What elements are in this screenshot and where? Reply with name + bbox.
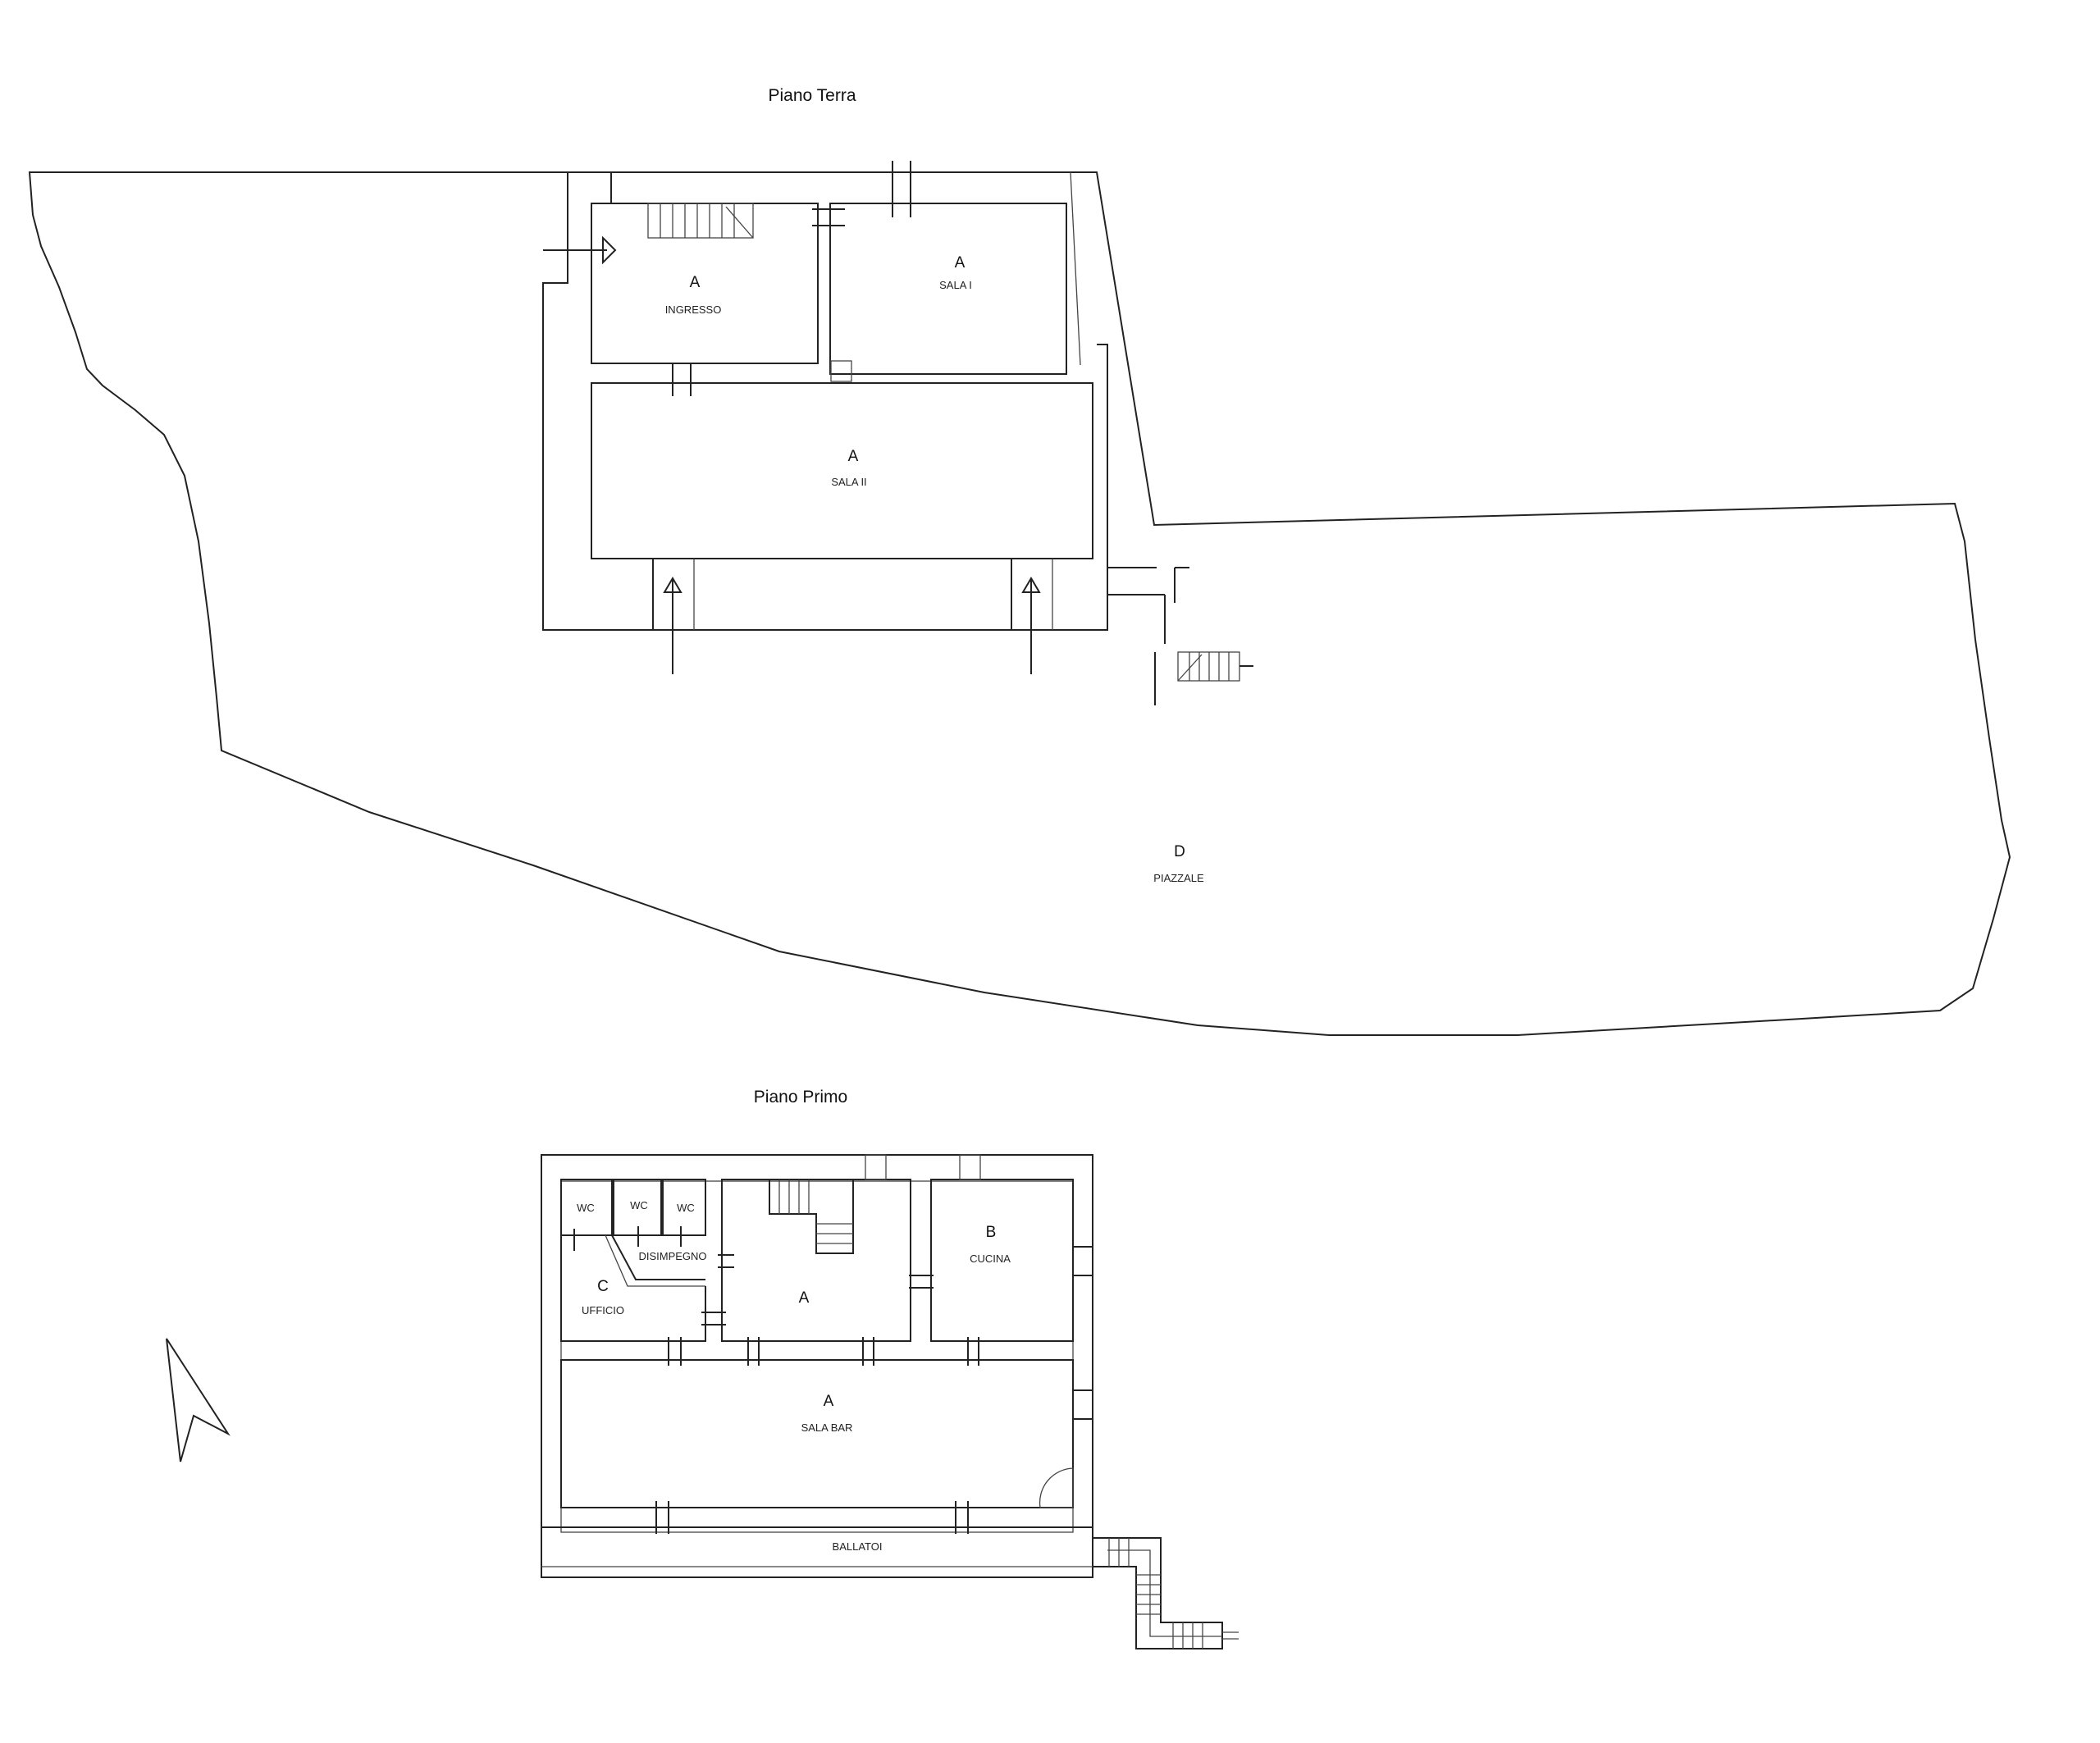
- north-arrow-icon: [166, 1338, 231, 1462]
- site-boundary: [28, 171, 2011, 1036]
- room-label-wc-2: WC: [630, 1199, 648, 1211]
- entrance-arrow-right-icon: [1021, 577, 1041, 674]
- room-cucina: [930, 1179, 1074, 1342]
- room-letter-piazzale: D: [1174, 843, 1185, 860]
- room-label-sala-i: SALA I: [939, 279, 972, 291]
- room-letter-ingresso: A: [690, 274, 701, 291]
- ingresso-stairs: [647, 203, 754, 239]
- ground-floor-title: Piano Terra: [768, 86, 856, 105]
- room-letter-sala-ii: A: [848, 448, 859, 465]
- outer-wall-right-inner: [1070, 171, 1081, 366]
- room-label-sala-ii: SALA II: [831, 476, 866, 488]
- first-floor-outer-wall: [541, 1154, 1093, 1578]
- portico: [652, 559, 1053, 630]
- room-label-disimpegno: DISIMPEGNO: [638, 1250, 706, 1262]
- external-stairs-ground: [1154, 651, 1253, 705]
- room-letter-central: A: [799, 1289, 810, 1307]
- central-stairs: [769, 1179, 854, 1254]
- entrance-arrow-left-icon: [663, 577, 682, 674]
- room-label-piazzale: PIAZZALE: [1153, 872, 1204, 884]
- room-sala-bar: [560, 1359, 1074, 1508]
- room-label-wc-3: WC: [677, 1202, 695, 1214]
- room-label-sala-bar: SALA BAR: [801, 1421, 853, 1434]
- room-letter-sala-i: A: [955, 254, 966, 271]
- first-floor-plan: Piano Primo WC WC WC DISIMPEGNO C UFFICI…: [541, 1088, 1239, 1649]
- room-label-cucina: CUCINA: [970, 1252, 1011, 1265]
- room-sala-i: [829, 203, 1067, 375]
- external-stairs-first: [1093, 1537, 1239, 1649]
- entry-arrow-icon: [543, 235, 617, 265]
- first-floor-title: Piano Primo: [754, 1088, 847, 1106]
- room-sala-ii: [591, 382, 1093, 559]
- ground-floor-plan: Piano Terra: [28, 86, 2011, 1036]
- room-wc-3: [662, 1179, 706, 1236]
- room-letter-cucina: B: [986, 1224, 997, 1241]
- disimpegno-wall: [611, 1234, 705, 1280]
- room-label-ingresso: INGRESSO: [665, 303, 722, 316]
- room-label-ballatoi: BALLATOI: [833, 1540, 883, 1553]
- sala-bar-door-swing: [1039, 1467, 1074, 1508]
- top-wall-openings: [610, 161, 911, 217]
- sala-i-step: [830, 360, 852, 382]
- room-letter-ufficio: C: [597, 1278, 609, 1295]
- sala-bar-openings: [655, 1337, 1093, 1534]
- room-wc-1: [560, 1179, 613, 1236]
- room-letter-sala-bar: A: [824, 1393, 834, 1410]
- room-a-central: [721, 1179, 911, 1342]
- room-ingresso: [591, 203, 819, 364]
- room-label-ufficio: UFFICIO: [582, 1304, 624, 1316]
- room-label-wc-1: WC: [577, 1202, 595, 1214]
- building-outer-wall: [542, 172, 1108, 631]
- room-ufficio: [560, 1235, 706, 1342]
